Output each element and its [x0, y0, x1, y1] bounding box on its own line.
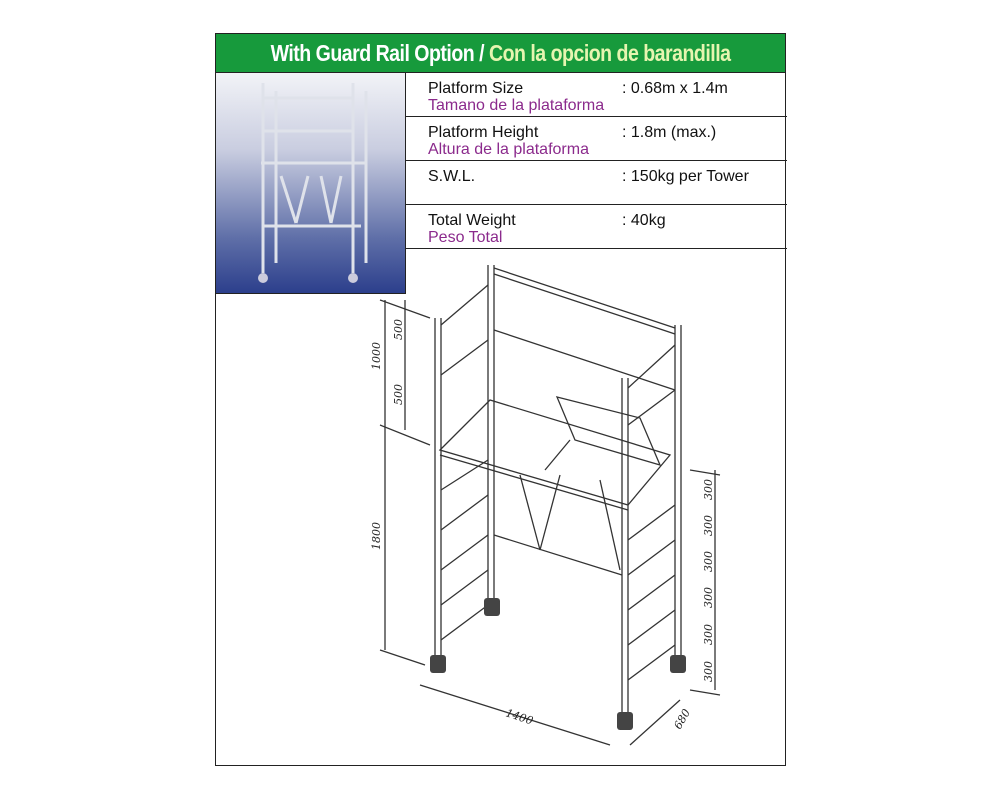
- dim-rung: 300: [702, 551, 715, 572]
- dim-rung: 300: [702, 515, 715, 536]
- dim-rung: 300: [702, 587, 715, 608]
- spec-row-swl: S.W.L. : 150kg per Tower: [406, 161, 787, 205]
- spec-sheet: With Guard Rail Option / Con la opcion d…: [215, 33, 787, 766]
- spec-label: S.W.L.: [428, 168, 476, 185]
- dim-platform-height: 1800: [370, 522, 383, 550]
- spec-row-platform-height: Platform Height Altura de la plataforma …: [406, 117, 787, 161]
- dim-length: 1400: [504, 706, 535, 727]
- dim-rung: 300: [702, 661, 715, 682]
- casters: [430, 598, 686, 730]
- title-spanish: Con la opcion de barandilla: [488, 40, 731, 66]
- spec-label-spanish: Tamano de la plataforma: [428, 97, 605, 114]
- spec-label-spanish: Peso Total: [428, 229, 503, 246]
- scaffold-outline: [379, 265, 721, 746]
- title-english: With Guard Rail Option /: [270, 40, 485, 66]
- spec-value: : 0.68m x 1.4m: [622, 80, 728, 97]
- spec-row-platform-size: Platform Size Tamano de la plataforma : …: [406, 73, 787, 117]
- dim-guard-lower: 500: [392, 384, 405, 405]
- product-photo: [216, 73, 406, 294]
- dim-width: 680: [671, 707, 693, 732]
- dim-guard-upper: 500: [392, 319, 405, 340]
- scaffold-photo-illustration: [258, 83, 368, 283]
- spec-value: : 40kg: [622, 212, 666, 229]
- title-banner: With Guard Rail Option / Con la opcion d…: [216, 34, 785, 73]
- spec-label: Platform Height: [428, 124, 539, 141]
- spec-label: Total Weight: [428, 212, 516, 229]
- spec-label-spanish: Altura de la plataforma: [428, 141, 589, 158]
- spec-value: : 150kg per Tower: [622, 168, 749, 185]
- spec-label: Platform Size: [428, 80, 524, 97]
- spec-row-total-weight: Total Weight Peso Total : 40kg: [406, 205, 787, 249]
- spec-value: : 1.8m (max.): [622, 124, 717, 141]
- specs-table: Platform Size Tamano de la plataforma : …: [406, 73, 787, 249]
- dim-guard-total: 1000: [370, 342, 383, 370]
- dim-rung: 300: [702, 624, 715, 645]
- dim-rung: 300: [702, 479, 715, 500]
